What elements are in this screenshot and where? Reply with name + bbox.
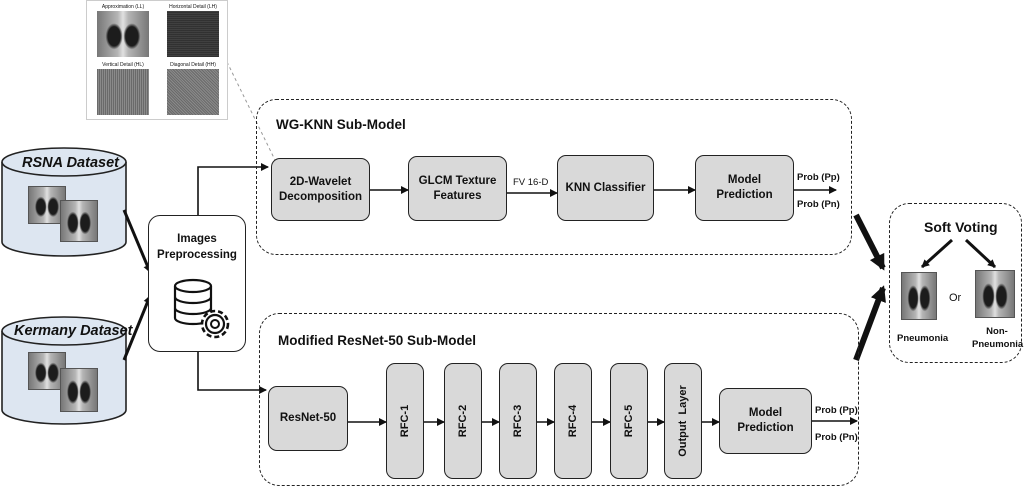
kermany-dataset-label: Kermany Dataset: [14, 323, 133, 339]
wavelet-label-line2: Decomposition: [278, 190, 363, 203]
soft-voting-panel: [889, 203, 1022, 363]
voting-to-non-pneumonia-arrow: [964, 238, 997, 269]
resnet-prediction-line1: Model: [748, 407, 783, 420]
rfc4-box: RFC-4: [554, 363, 592, 479]
glcm-label-line2: Features: [433, 189, 482, 202]
preprocessing-to-resnet-arrow: [197, 352, 267, 394]
non-pneumonia-label-line1: Non-: [986, 326, 1008, 337]
preprocessing-to-wgknn-arrow: [197, 163, 269, 215]
approximation-image: [97, 11, 149, 57]
preprocessing-label-line1: Images: [177, 233, 217, 245]
approximation-label: Approximation (LL): [101, 4, 145, 10]
wgknn-prediction-line2: Prediction: [716, 189, 773, 201]
resnet50-label: ResNet-50: [279, 412, 337, 425]
pneumonia-xray-image: [901, 272, 937, 320]
database-gear-icon: [173, 278, 230, 339]
diagonal-detail-label: Diagonal Detail (HH): [170, 62, 216, 68]
resnet-prob-pn: Prob (Pn): [815, 432, 858, 443]
rsna-xray-image-2: [60, 200, 98, 242]
rfc2-box: RFC-2: [444, 363, 482, 479]
resnet50-box: ResNet-50: [268, 386, 348, 451]
rfc1-label: RFC-1: [399, 404, 411, 438]
wgknn-to-voting-arrow: [853, 213, 886, 271]
non-pneumonia-xray-image: [975, 270, 1015, 318]
soft-voting-title: Soft Voting: [924, 219, 998, 235]
rfc3-label: RFC-3: [512, 404, 524, 438]
vertical-detail-image: [97, 69, 149, 115]
rfc5-box: RFC-5: [610, 363, 648, 479]
wavelet-label-line1: 2D-Wavelet: [289, 175, 352, 188]
rfc1-box: RFC-1: [386, 363, 424, 479]
wavelet-decomposition-inset: Approximation (LL) Horizontal Detail (LH…: [86, 0, 228, 120]
feature-vector-label: FV 16-D: [513, 177, 549, 188]
resnet-prob-pp: Prob (Pp): [815, 405, 858, 416]
resnet-prediction-line2: Prediction: [737, 422, 794, 434]
kermany-to-preprocessing-arrow: [122, 295, 152, 361]
resnet-panel: [259, 313, 859, 486]
kermany-xray-image-1: [28, 352, 66, 390]
knn-classifier-label: KNN Classifier: [565, 181, 646, 194]
wg-knn-panel: [256, 99, 852, 255]
rsna-dataset-label: RSNA Dataset: [22, 155, 119, 171]
rfc5-label: RFC-5: [623, 404, 635, 438]
output-layer-label: Output Layer: [677, 385, 689, 457]
non-pneumonia-label: Non- Pneumonia: [972, 326, 1024, 352]
wavelet-inset-pointer: [226, 61, 276, 161]
wg-knn-title: WG-KNN Sub-Model: [276, 117, 406, 132]
horizontal-detail-image: [167, 11, 219, 57]
rfc2-label: RFC-2: [457, 404, 469, 438]
resnet-title: Modified ResNet-50 Sub-Model: [278, 333, 477, 348]
vertical-detail-label: Vertical Detail (HL): [102, 62, 144, 68]
rfc4-label: RFC-4: [567, 404, 579, 438]
rsna-to-preprocessing-arrow: [122, 209, 152, 273]
pneumonia-label: Pneumonia: [897, 333, 949, 344]
preprocessing-label: Images Preprocessing: [149, 232, 245, 263]
non-pneumonia-label-line2: Pneumonia: [972, 338, 1024, 350]
wgknn-prediction-line1: Model: [727, 174, 762, 187]
voting-to-pneumonia-arrow: [920, 238, 954, 269]
kermany-xray-image-2: [60, 368, 98, 412]
wgknn-prob-pp: Prob (Pp): [797, 172, 840, 183]
output-layer-box: Output Layer: [664, 363, 702, 479]
rsna-xray-image-1: [28, 186, 66, 224]
horizontal-detail-label: Horizontal Detail (LH): [169, 4, 217, 10]
glcm-label-line1: GLCM Texture: [418, 174, 497, 187]
or-label: Or: [949, 292, 962, 304]
knn-classifier-box: KNN Classifier: [557, 155, 654, 221]
rfc3-box: RFC-3: [499, 363, 537, 479]
diagonal-detail-image: [167, 69, 219, 115]
wgknn-prob-pn: Prob (Pn): [797, 199, 840, 210]
preprocessing-box: Images Preprocessing: [148, 215, 246, 352]
resnet-to-voting-arrow: [853, 285, 886, 362]
preprocessing-label-line2: Preprocessing: [157, 248, 237, 261]
